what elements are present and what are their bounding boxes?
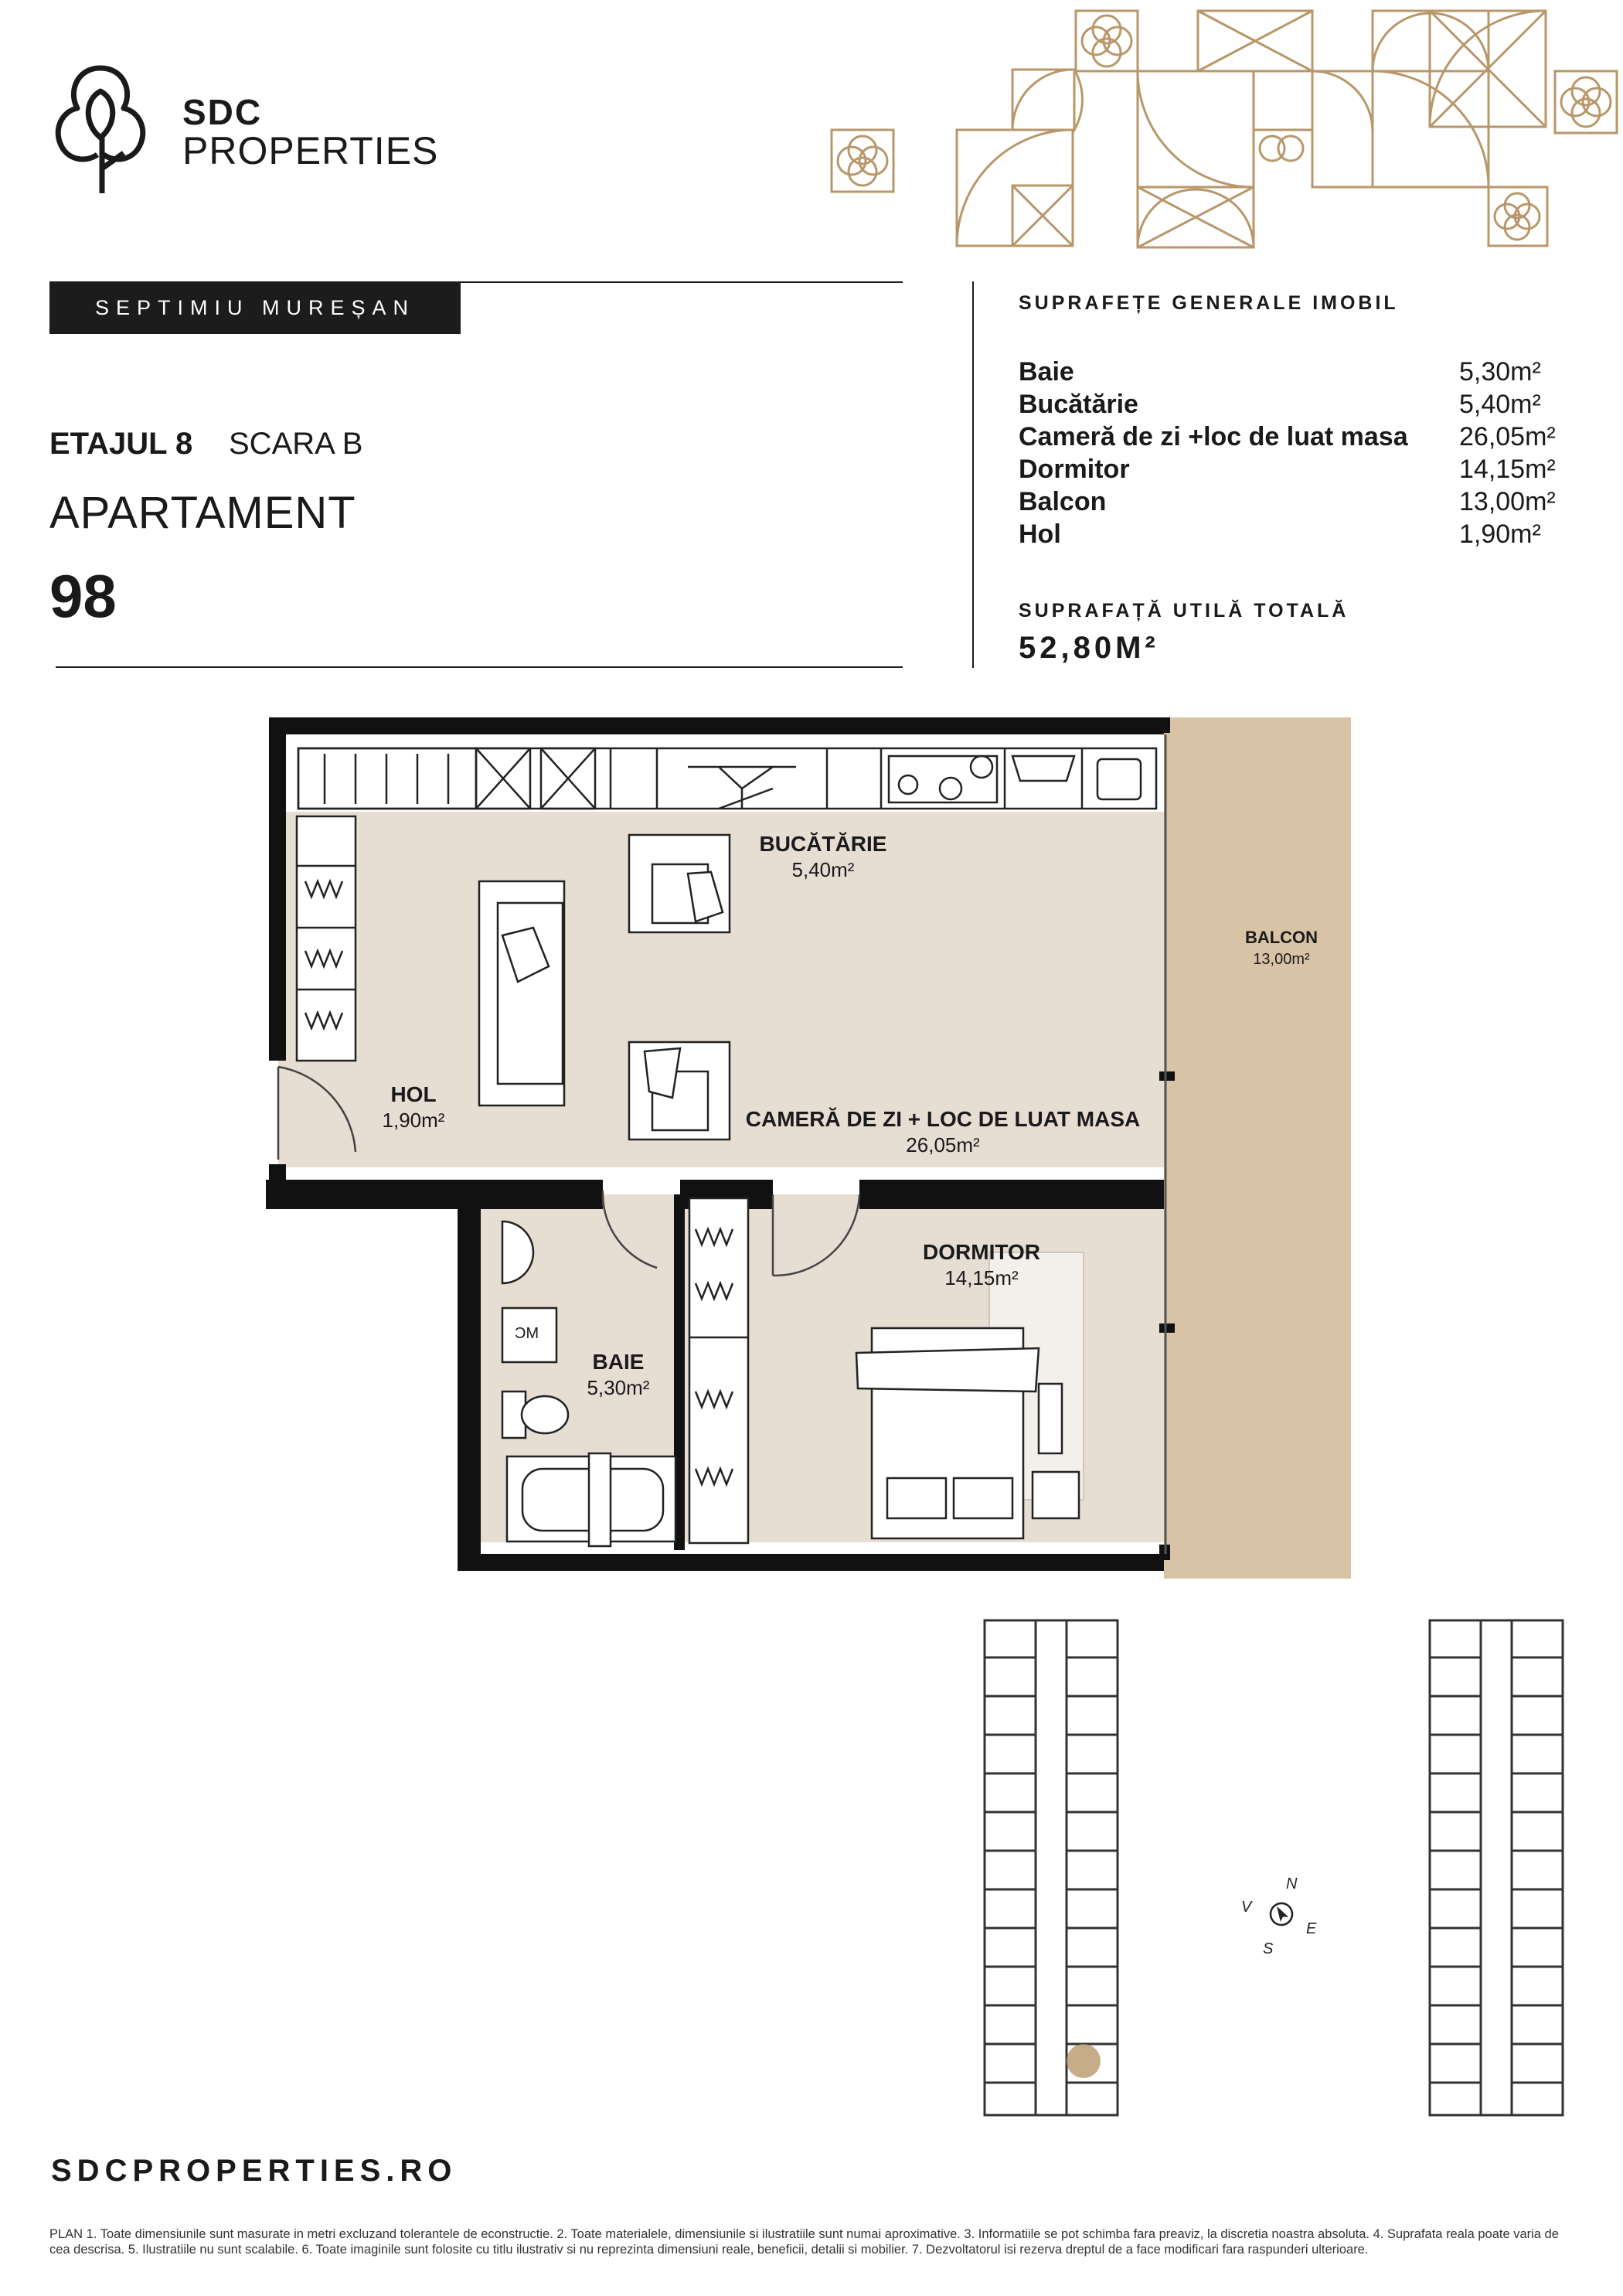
area-row-kitchen: Bucătărie 5,40m² [1019,388,1591,421]
apartment-label: APARTAMENT [49,488,356,538]
area-name: Hol [1019,519,1061,549]
floor-label: ETAJUL 8 [49,427,193,461]
area-name: Dormitor [1019,455,1130,484]
compass-icon [1269,1902,1294,1926]
apartment-number: 98 [49,562,117,630]
balcony-area [1164,717,1351,1579]
area-row-bath: Baie 5,30m² [1019,356,1591,388]
total-area-title: SUPRAFAȚĂ UTILĂ TOTALĂ [1019,600,1349,622]
area-name: Cameră de zi +loc de luat masa [1019,422,1408,451]
wall-left-upper [269,717,286,1061]
brand-name: SDC [182,92,263,132]
area-name: Bucătărie [1019,390,1138,419]
wall-bath-bed [674,1194,685,1550]
building-key-plan [983,1619,1564,2117]
room-kitchen-name: BUCĂTĂRIE [759,832,887,856]
areas-title: SUPRAFEȚE GENERALE IMOBIL [1019,292,1399,314]
area-name: Baie [1019,357,1074,387]
area-value: 14,15m² [1459,455,1556,484]
street-badge: SEPTIMIU MUREȘAN [49,281,461,334]
header-divider-top [49,281,903,283]
compass-north: N [1286,1875,1298,1892]
area-row-bedroom: Dormitor 14,15m² [1019,453,1591,485]
room-hall-area: 1,90m² [382,1109,445,1132]
room-balcony-area: 13,00m² [1253,951,1310,968]
wall-bottom [458,1554,1164,1571]
areas-table: Baie 5,30m² Bucătărie 5,40m² Cameră de zi … [1019,356,1591,550]
room-bedroom-name: DORMITOR [923,1240,1040,1264]
wall-top [269,717,1164,734]
room-kitchen-area: 5,40m² [791,858,855,881]
area-row-balcony: Balcon 13,00m² [1019,485,1591,518]
apartment-location-marker [1067,2044,1101,2078]
compass-east: E [1306,1920,1317,1937]
room-bath-area: 5,30m² [587,1376,650,1399]
total-area-value: 52,80M² [1019,631,1159,665]
room-bath-name: BAIE [592,1350,645,1374]
decorative-pattern [830,9,1618,249]
area-value: 5,30m² [1459,357,1541,387]
room-balcony-name: BALCON [1244,928,1318,947]
area-value: 26,05m² [1459,422,1556,451]
room-bedroom-area: 14,15m² [944,1266,1019,1289]
compass-west: V [1241,1899,1252,1916]
wall-mid [266,1180,603,1209]
area-value: 1,90m² [1459,519,1541,549]
header-vertical-divider [972,281,974,668]
header-divider-bottom [56,666,903,668]
area-row-hall: Hol 1,90m² [1019,518,1591,550]
wall-right-top [1159,717,1170,733]
compass-south: S [1263,1940,1274,1957]
brand-logo-icon [55,65,146,193]
area-name: Balcon [1019,487,1107,516]
brand-tagline: PROPERTIES [182,129,439,172]
disclaimer-text: PLAN 1. Toate dimensiunile sunt masurate… [49,2227,1559,2257]
room-living-name: CAMERĂ DE ZI + LOC DE LUAT MASA [745,1107,1141,1131]
area-value: 5,40m² [1459,390,1541,419]
washing-machine-label: MC [515,1325,539,1342]
room-living-area: 26,05m² [906,1133,980,1157]
stair-label: SCARA B [229,427,363,461]
area-value: 13,00m² [1459,487,1556,516]
room-hall-name: HOL [390,1082,437,1106]
area-row-living: Cameră de zi +loc de luat masa 26,05m² [1019,421,1591,453]
website-link[interactable]: SDCPROPERTIES.RO [51,2154,458,2188]
hall-floor [278,1067,379,1167]
wall-bath-left [458,1180,481,1569]
